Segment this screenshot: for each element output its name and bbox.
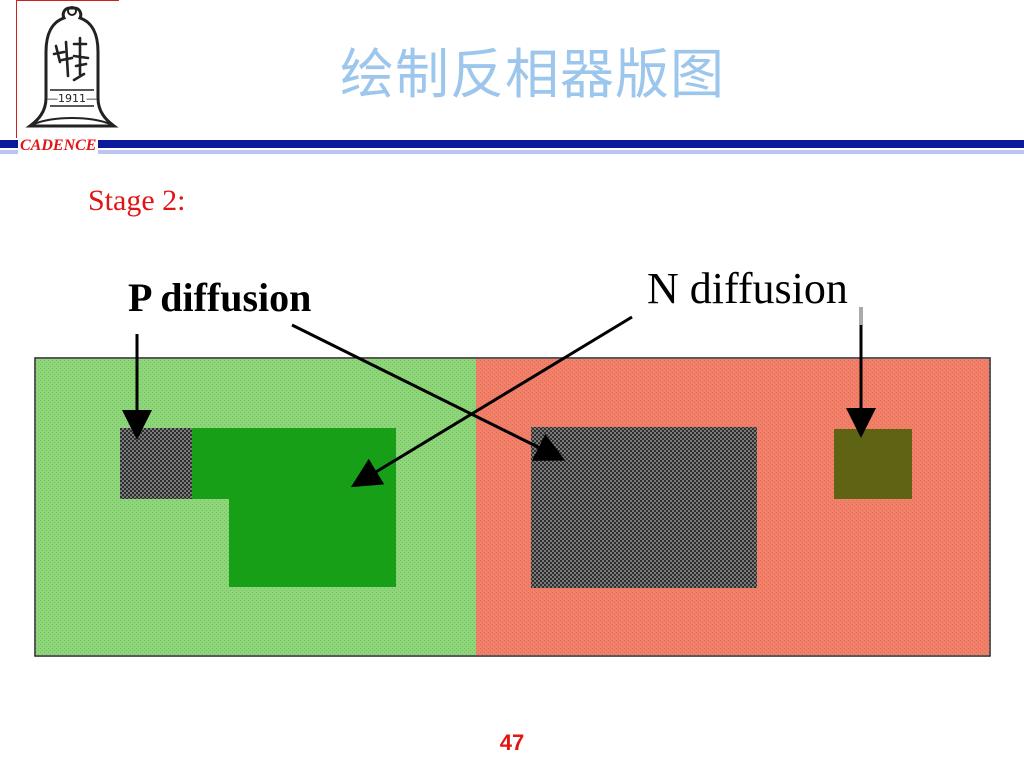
- slide-title: 绘制反相器版图: [340, 43, 725, 106]
- logo-year-text: —1911—: [47, 92, 97, 105]
- cadence-brand-text: CADENCE: [18, 137, 99, 155]
- right-large-diffusion: [531, 427, 757, 588]
- logo-frame: [16, 0, 119, 138]
- green-diffusion-shape: [192, 428, 396, 587]
- left-contact-diffusion: [120, 428, 192, 499]
- arrow-n-to-green-diffusion: [350, 315, 633, 488]
- page-number: 47: [499, 730, 525, 755]
- stage-label: Stage 2:: [88, 184, 186, 217]
- right-contact-diffusion: [834, 429, 912, 499]
- n-diffusion-label: N diffusion: [647, 264, 848, 313]
- p-diffusion-label: P diffusion: [128, 275, 312, 320]
- bell-emblem-icon: —1911—: [25, 6, 119, 128]
- header-rule-light: [0, 150, 1024, 154]
- arrow-p-to-right-diffusion: [291, 323, 566, 461]
- header-rule: [0, 140, 1024, 148]
- university-logo: —1911—: [16, 0, 120, 140]
